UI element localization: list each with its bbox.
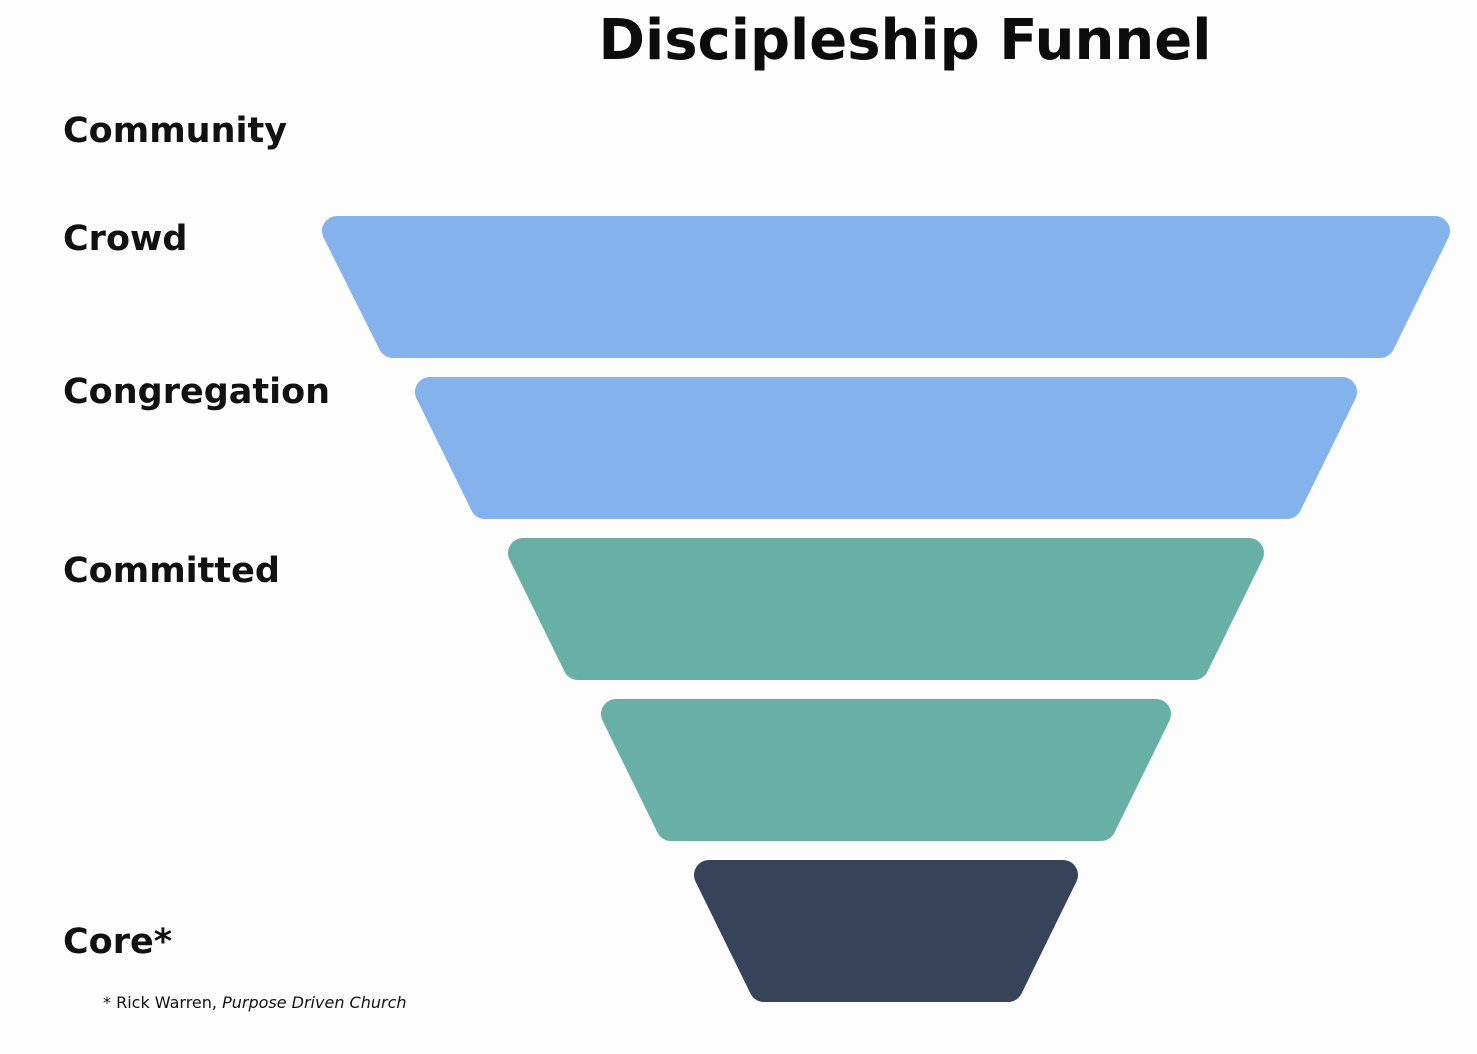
- footnote: * Rick Warren, Purpose Driven Church: [103, 993, 407, 1012]
- label-core: Core*: [63, 922, 173, 962]
- footnote-prefix: * Rick Warren,: [103, 993, 223, 1012]
- funnel-layer-3: [508, 538, 1264, 680]
- label-committed: Committed: [63, 551, 280, 591]
- label-congregation: Congregation: [63, 372, 331, 412]
- footnote-source: Purpose Driven Church: [222, 993, 407, 1012]
- label-community: Community: [63, 111, 288, 151]
- funnel-layer-5: [694, 860, 1078, 1002]
- funnel-layer-2: [415, 377, 1357, 519]
- diagram-title: Discipleship Funnel: [598, 8, 1212, 73]
- label-crowd: Crowd: [63, 219, 188, 259]
- funnel-layer-4: [601, 699, 1171, 841]
- funnel-layer-1: [322, 216, 1450, 358]
